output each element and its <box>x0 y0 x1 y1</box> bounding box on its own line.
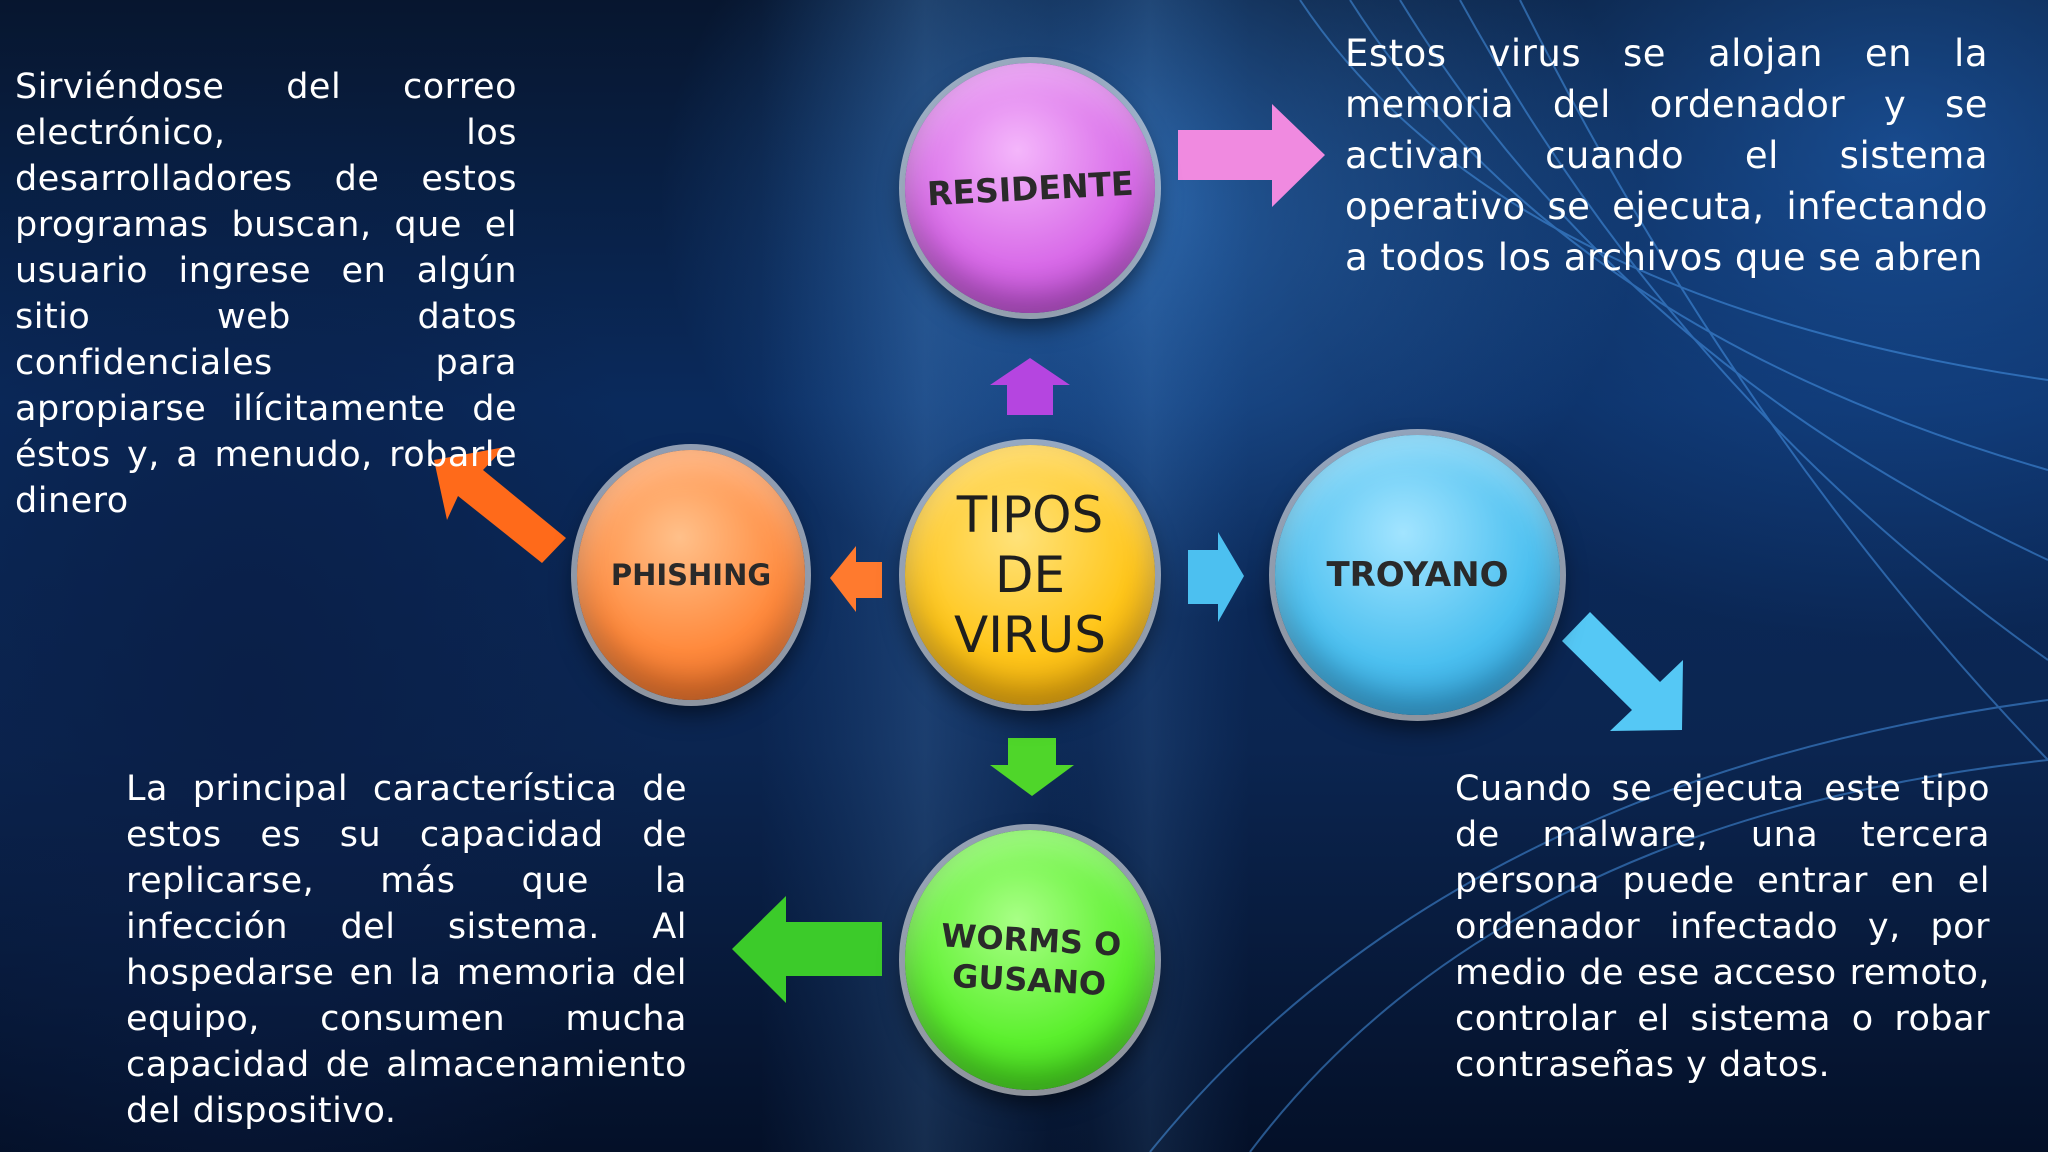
description-troyano: Cuando se ejecuta este tipo de malware, … <box>1455 769 1990 1085</box>
arrow-phishing-icon <box>434 447 566 563</box>
center-line-1: TIPOS <box>956 486 1104 544</box>
description-phishing: Sirviéndose del correo electrónico, los … <box>15 67 517 521</box>
node-phishing-label: PHISHING <box>610 558 772 592</box>
arrow-up-icon <box>990 358 1070 415</box>
arrow-troyano-icon <box>1562 612 1683 731</box>
center-line-3: VIRUS <box>953 606 1107 664</box>
arrow-worms-icon <box>732 896 882 1003</box>
arrow-right-icon <box>1188 532 1244 622</box>
node-worms: WORMS O GUSANO <box>905 830 1155 1090</box>
arrow-left-icon <box>830 546 882 612</box>
description-worms: La principal característica de estos es … <box>126 769 687 1131</box>
center-line-2: DE <box>994 546 1066 604</box>
node-residente-label: RESIDENTE <box>925 163 1135 213</box>
node-worms-line-2: GUSANO <box>951 956 1107 1003</box>
arrow-down-icon <box>990 738 1074 796</box>
arrow-residente-icon <box>1178 104 1325 207</box>
node-troyano-label: TROYANO <box>1326 555 1509 595</box>
description-residente: Estos virus se alojan en la memoria del … <box>1345 32 1988 279</box>
node-phishing: PHISHING <box>577 450 805 700</box>
node-troyano: TROYANO <box>1275 435 1560 715</box>
node-center: TIPOS DE VIRUS <box>905 445 1155 705</box>
node-residente: RESIDENTE <box>905 63 1155 313</box>
